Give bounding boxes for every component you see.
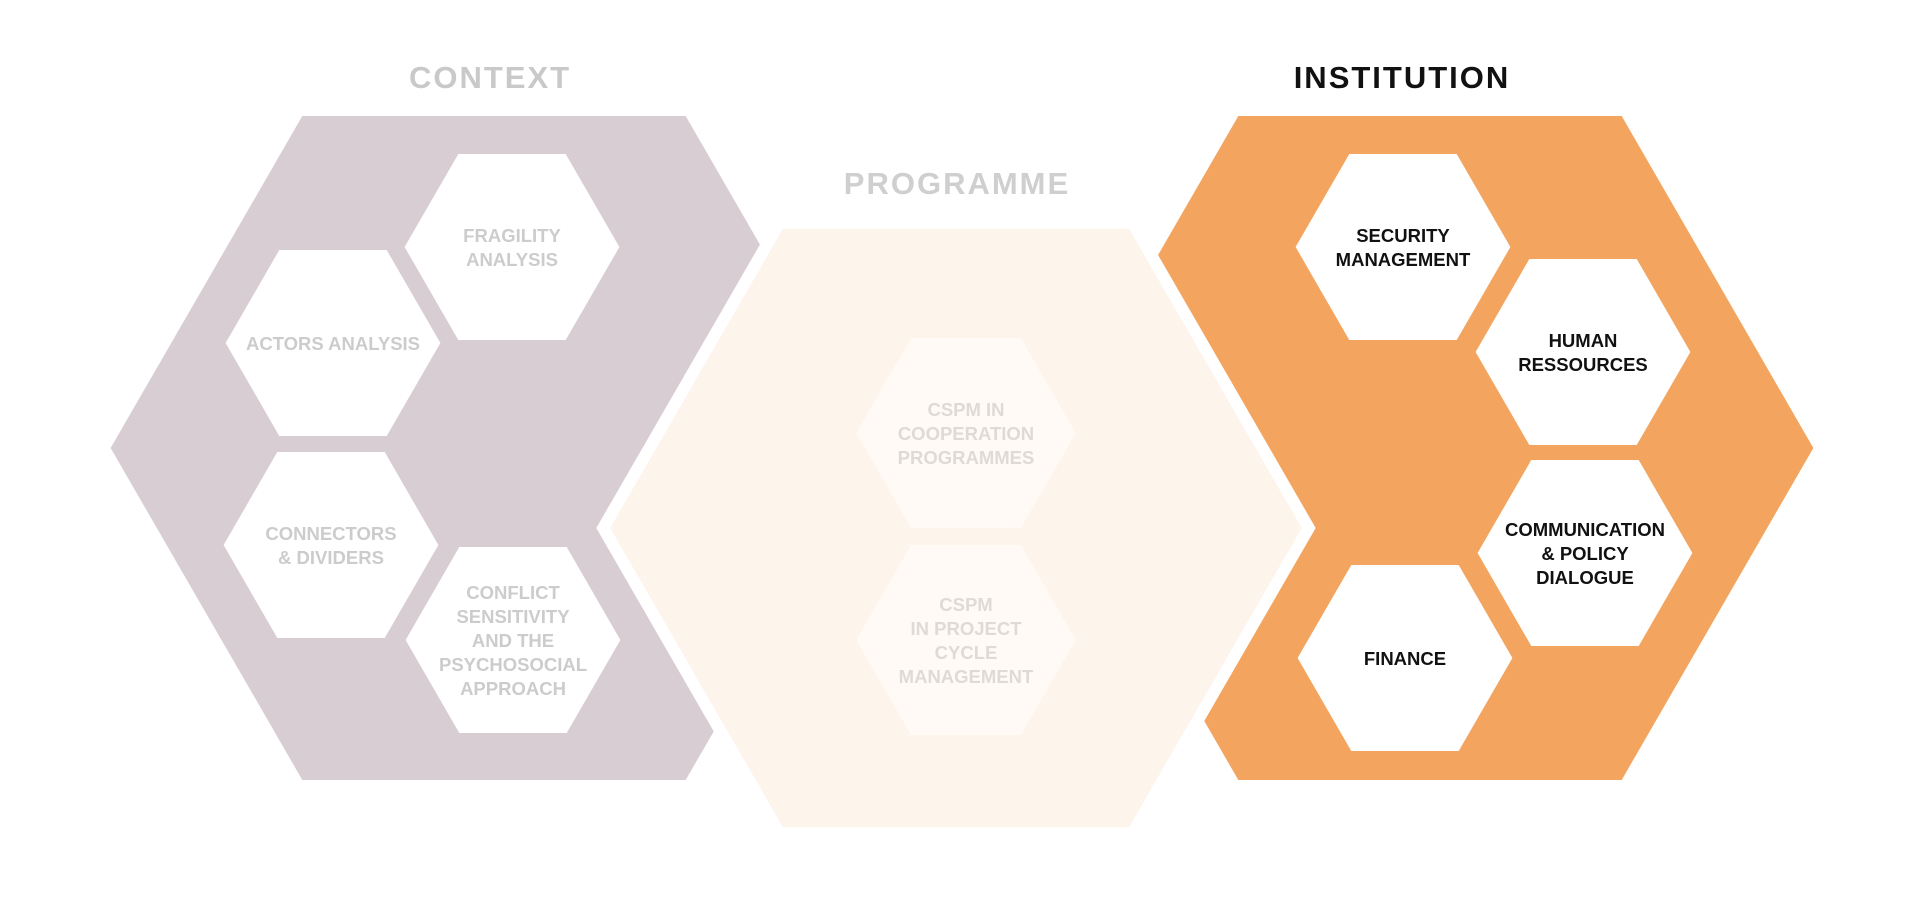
context-item-hexagon: [404, 154, 620, 340]
institution-item-hexagon: [1297, 565, 1513, 751]
context-item-hexagon: [405, 547, 621, 733]
institution-item-label-line: DIALOGUE: [1536, 567, 1634, 588]
institution-item-label-line: MANAGEMENT: [1336, 249, 1471, 270]
context-item-label-line: ANALYSIS: [466, 249, 558, 270]
programme-item-label-line: IN PROJECT: [910, 618, 1022, 639]
institution-item-label-line: & POLICY: [1541, 543, 1629, 564]
context-item-label-line: & DIVIDERS: [278, 547, 384, 568]
programme-item-label-line: CSPM IN: [927, 399, 1004, 420]
programme-item-label-line: CSPM: [939, 594, 992, 615]
context-item-label-line: AND THE: [472, 630, 554, 651]
context-item-label-line: PSYCHOSOCIAL: [439, 654, 587, 675]
programme-item-label-line: CYCLE: [935, 642, 998, 663]
institution-item-hexagon: [1477, 460, 1693, 646]
context-item-label-line: APPROACH: [460, 678, 566, 699]
institution-item-hexagon: [1295, 154, 1511, 340]
context-item-hexagon: [225, 250, 441, 436]
programme-item-hexagon: [856, 545, 1076, 735]
context-item-label-line: CONNECTORS: [265, 523, 396, 544]
institution-item-hexagon: [1475, 259, 1691, 445]
institution-item-label-line: FINANCE: [1364, 648, 1446, 669]
context-item-label-line: CONFLICT: [466, 582, 560, 603]
context-item-label-line: ACTORS ANALYSIS: [246, 333, 420, 354]
institution-heading: INSTITUTION: [1294, 60, 1511, 95]
context-heading: CONTEXT: [409, 60, 571, 95]
programme-item-label-line: MANAGEMENT: [899, 666, 1034, 687]
institution-item-label-line: RESSOURCES: [1518, 354, 1648, 375]
programme-item-hexagon: [856, 338, 1076, 528]
context-item-label-line: SENSITIVITY: [456, 606, 570, 627]
programme-heading: PROGRAMME: [844, 166, 1070, 201]
context-item-label-line: FRAGILITY: [463, 225, 561, 246]
institution-item-label-line: HUMAN: [1549, 330, 1618, 351]
institution-item-label-line: COMMUNICATION: [1505, 519, 1665, 540]
programme-item-label-line: COOPERATION: [898, 423, 1034, 444]
institution-item-label-line: SECURITY: [1356, 225, 1450, 246]
programme-item-label-line: PROGRAMMES: [898, 447, 1035, 468]
context-item-hexagon: [223, 452, 439, 638]
